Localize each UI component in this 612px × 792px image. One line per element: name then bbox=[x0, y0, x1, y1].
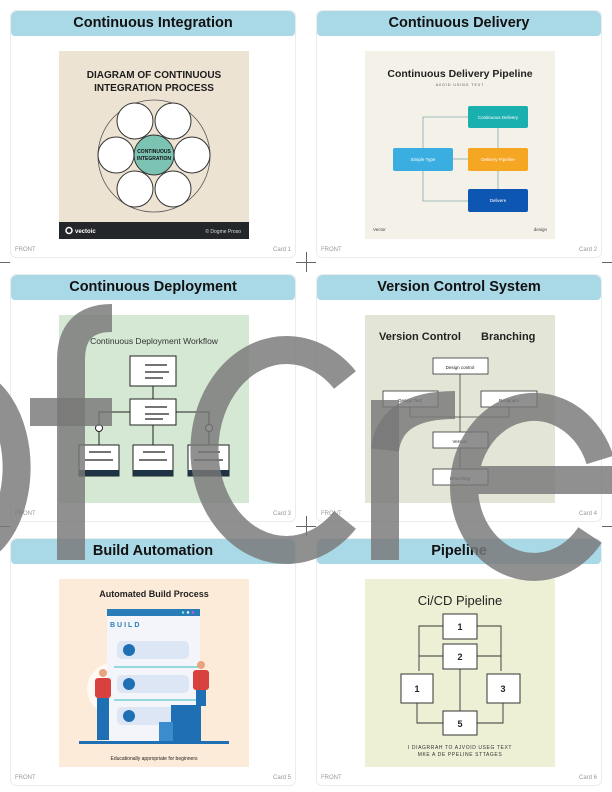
flashcard-1[interactable]: Continuous Integration DIAGRAM OF CONTIN… bbox=[10, 10, 296, 258]
flashcard-6[interactable]: Pipeline Ci/CD Pipeline 1 2 1 3 5 I DIAG… bbox=[316, 538, 602, 786]
flashcard-2[interactable]: Continuous Delivery Continuous Delivery … bbox=[316, 10, 602, 258]
card-side-label: FRONT bbox=[15, 775, 36, 781]
card-title: Version Control System bbox=[317, 275, 601, 300]
svg-text:Version Control: Version Control bbox=[379, 331, 461, 343]
svg-text:INTEGRATION PROCESS: INTEGRATION PROCESS bbox=[94, 83, 214, 94]
svg-text:Branching: Branching bbox=[481, 331, 535, 343]
card-number: Card 3 bbox=[272, 511, 291, 517]
svg-text:Delivery Pipeline: Delivery Pipeline bbox=[481, 157, 515, 162]
card-title: Build Automation bbox=[11, 539, 295, 564]
card-title: Continuous Integration bbox=[11, 11, 295, 36]
svg-text:design: design bbox=[534, 227, 548, 232]
svg-text:INTEGRATION: INTEGRATION bbox=[137, 156, 171, 162]
svg-text:CONTINUOUS: CONTINUOUS bbox=[137, 149, 171, 155]
svg-text:Continuous Delivery: Continuous Delivery bbox=[478, 115, 519, 120]
svg-text:Branching: Branching bbox=[450, 476, 471, 481]
svg-text:Automated Build Process: Automated Build Process bbox=[99, 589, 209, 599]
svg-text:AVOID USING TEXT: AVOID USING TEXT bbox=[436, 83, 485, 87]
card-title: Continuous Deployment bbox=[11, 275, 295, 300]
crop-mark bbox=[0, 526, 10, 527]
crop-mark bbox=[306, 516, 307, 536]
svg-text:Vector: Vector bbox=[373, 227, 386, 232]
person-left-icon bbox=[95, 669, 111, 740]
crop-mark bbox=[602, 526, 612, 527]
card-number: Card 6 bbox=[578, 775, 597, 781]
svg-text:Version: Version bbox=[452, 439, 468, 444]
crop-mark bbox=[0, 262, 10, 263]
svg-text:Besignam: Besignam bbox=[499, 398, 519, 403]
svg-text:Continuous Delivery Pipeline: Continuous Delivery Pipeline bbox=[387, 68, 532, 80]
card-side-label: FRONT bbox=[15, 511, 36, 517]
svg-text:Educationally appropriate for: Educationally appropriate for beginners bbox=[111, 756, 198, 762]
svg-text:Ci/CD Pipeline: Ci/CD Pipeline bbox=[418, 593, 503, 608]
crop-mark bbox=[602, 262, 612, 263]
crop-mark bbox=[306, 252, 307, 272]
svg-text:1: 1 bbox=[414, 684, 419, 694]
svg-text:Design Text: Design Text bbox=[398, 398, 422, 403]
cicd-pipeline-image: Ci/CD Pipeline 1 2 1 3 5 I DIAGRRAH TO A… bbox=[365, 579, 555, 767]
svg-text:3: 3 bbox=[500, 684, 505, 694]
card-side-label: FRONT bbox=[321, 775, 342, 781]
svg-text:Delivere: Delivere bbox=[490, 198, 507, 203]
ci-diagram-image: DIAGRAM OF CONTINUOUS INTEGRATION PROCES… bbox=[59, 51, 249, 239]
card-title: Pipeline bbox=[317, 539, 601, 564]
card-number: Card 5 bbox=[272, 775, 291, 781]
cd-pipeline-image: Continuous Delivery Pipeline AVOID USING… bbox=[365, 51, 555, 239]
svg-text:© Dogme Proso: © Dogme Proso bbox=[205, 228, 241, 235]
svg-text:1: 1 bbox=[457, 622, 462, 632]
svg-text:DIAGRAM OF CONTINUOUS: DIAGRAM OF CONTINUOUS bbox=[87, 70, 222, 81]
card-side-label: FRONT bbox=[321, 247, 342, 253]
card-number: Card 2 bbox=[578, 247, 597, 253]
svg-text:BUILD: BUILD bbox=[110, 622, 141, 629]
card-side-label: FRONT bbox=[15, 247, 36, 253]
cd-workflow-image: Continuous Deployment Workflow bbox=[59, 315, 249, 503]
flashcard-4[interactable]: Version Control System Version Control B… bbox=[316, 274, 602, 522]
version-control-image: Version Control Branching Design control… bbox=[365, 315, 555, 503]
svg-text:vectoic: vectoic bbox=[75, 229, 96, 235]
svg-text:Simple Type: Simple Type bbox=[411, 157, 436, 162]
build-process-image: Automated Build Process BUILD Educationa… bbox=[59, 579, 249, 767]
card-number: Card 4 bbox=[578, 511, 597, 517]
card-title: Continuous Delivery bbox=[317, 11, 601, 36]
svg-text:2: 2 bbox=[457, 652, 462, 662]
svg-text:5: 5 bbox=[457, 719, 462, 729]
svg-text:I DIAGRRAH TO AJVOID USEG TEXT: I DIAGRRAH TO AJVOID USEG TEXT bbox=[408, 745, 512, 751]
flashcard-5[interactable]: Build Automation Automated Build Process… bbox=[10, 538, 296, 786]
svg-text:Continuous Deployment Workflow: Continuous Deployment Workflow bbox=[90, 336, 219, 346]
flashcard-3[interactable]: Continuous Deployment Continuous Deploym… bbox=[10, 274, 296, 522]
svg-text:Design control: Design control bbox=[446, 365, 475, 370]
card-number: Card 1 bbox=[272, 247, 291, 253]
person-right-icon bbox=[193, 661, 209, 706]
card-side-label: FRONT bbox=[321, 511, 342, 517]
svg-text:MKE A DE PPELINE STTAGES: MKE A DE PPELINE STTAGES bbox=[418, 752, 503, 758]
